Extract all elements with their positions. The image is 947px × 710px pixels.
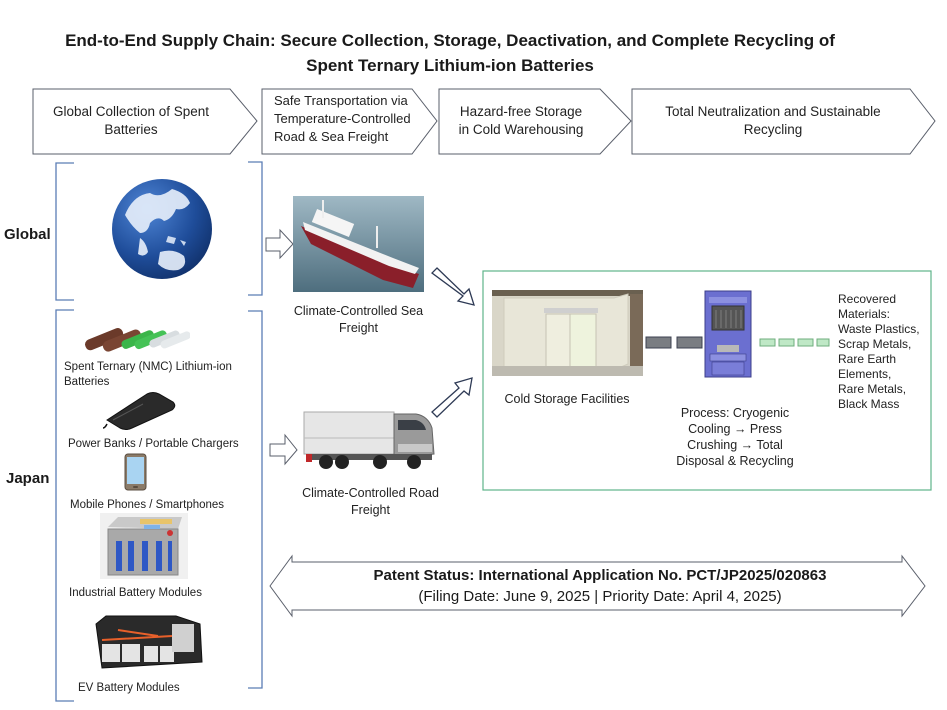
- stage-1-line-1: Global Collection of Spent: [52, 104, 210, 119]
- recovered-materials-list: Recovered Materials: Waste Plastics, Scr…: [838, 292, 933, 412]
- global-bracket-right: [248, 161, 263, 296]
- road-freight-line-2: Freight: [351, 503, 390, 517]
- globe-icon: [112, 179, 212, 279]
- source-item-power-banks: Power Banks / Portable Chargers: [68, 438, 239, 450]
- stage-2-label: Safe Transportation via Temperature-Cont…: [274, 92, 424, 146]
- nmc-batteries-line-1: Spent Ternary (NMC) Lithium-ion: [64, 361, 232, 373]
- press-crusher-machine-icon: [704, 290, 752, 378]
- sea-freight-line-1: Climate-Controlled Sea: [293, 304, 424, 318]
- title-line-1: End-to-End Supply Chain: Secure Collecti…: [65, 31, 835, 50]
- process-line-3: Crushing → Total: [687, 438, 783, 452]
- arrow-global-to-sea: [265, 228, 294, 260]
- japan-bracket-right: [248, 310, 263, 689]
- region-label-japan: Japan: [6, 470, 50, 487]
- source-item-mobile-phones: Mobile Phones / Smartphones: [70, 499, 225, 511]
- ev-battery-pack-icon: [95, 615, 203, 669]
- cylindrical-batteries-icon: [85, 328, 190, 352]
- diagram-title: End-to-End Supply Chain: Secure Collecti…: [0, 28, 900, 78]
- stage-chevron-3: [438, 88, 632, 155]
- process-description: Process: Cryogenic Cooling → Press Crush…: [660, 405, 810, 469]
- stage-2-line-1: Safe Transportation via: [274, 93, 408, 108]
- sea-freight-label: Climate-Controlled Sea Freight: [276, 303, 441, 337]
- conveyor-segment-green-1: [759, 338, 776, 347]
- smartphone-icon: [124, 453, 147, 491]
- source-item-nmc-batteries: Spent Ternary (NMC) Lithium-ion Batterie…: [64, 360, 254, 390]
- source-item-ev-modules: EV Battery Modules: [78, 682, 180, 694]
- conveyor-segment-green-2: [778, 338, 795, 347]
- recovered-line-4: Scrap Metals,: [838, 337, 912, 351]
- arrow-road-to-facility: [431, 377, 473, 418]
- recovered-line-6: Elements,: [838, 367, 892, 381]
- industrial-battery-module-icon: [100, 513, 188, 579]
- japan-bracket-left: [55, 309, 74, 702]
- sea-freight-line-2: Freight: [339, 321, 378, 335]
- stage-3-line-2: in Cold Warehousing: [458, 122, 584, 137]
- process-line-1: Process: Cryogenic: [680, 406, 790, 420]
- stage-3-label: Hazard-free Storage in Cold Warehousing: [446, 103, 596, 139]
- recovered-line-5: Rare Earth: [838, 352, 897, 366]
- recovered-line-2: Materials:: [838, 307, 891, 321]
- stage-chevron-2: [261, 88, 438, 155]
- stage-chevron-1: [32, 88, 258, 155]
- cold-storage-room-icon: [492, 290, 643, 376]
- stage-4-label: Total Neutralization and Sustainable Rec…: [638, 103, 908, 139]
- conveyor-segment-gray-2: [676, 336, 703, 349]
- road-freight-line-1: Climate-Controlled Road: [302, 486, 439, 500]
- process-line-2: Cooling → Press: [688, 422, 782, 436]
- conveyor-segment-gray-1: [645, 336, 672, 349]
- stage-4-line-2: Recycling: [743, 122, 803, 137]
- recovered-line-3: Waste Plastics,: [838, 322, 920, 336]
- truck-icon: [303, 411, 435, 469]
- patent-application-number: Patent Status: International Application…: [373, 567, 827, 584]
- conveyor-segment-green-3: [797, 338, 814, 347]
- patent-dates: (Filing Date: June 9, 2025 | Priority Da…: [418, 588, 782, 605]
- conveyor-segment-green-4: [816, 338, 830, 347]
- global-bracket-left: [55, 162, 74, 301]
- patent-status: Patent Status: International Application…: [300, 565, 900, 607]
- patent-double-arrow: [269, 554, 926, 618]
- recovered-line-1: Recovered: [838, 292, 897, 306]
- cargo-ship-icon: [293, 196, 424, 292]
- recovered-line-7: Rare Metals,: [838, 382, 907, 396]
- stage-1-label: Global Collection of Spent Batteries: [36, 103, 226, 139]
- region-label-global: Global: [4, 226, 51, 243]
- cold-storage-label: Cold Storage Facilities: [504, 392, 630, 406]
- stage-2-line-3: Road & Sea Freight: [274, 129, 389, 144]
- source-item-industrial-modules: Industrial Battery Modules: [69, 587, 202, 599]
- process-line-4: Disposal & Recycling: [676, 454, 794, 468]
- stage-chevron-4: [631, 88, 936, 155]
- road-freight-label: Climate-Controlled Road Freight: [288, 485, 453, 519]
- arrow-japan-to-road: [269, 433, 298, 466]
- title-line-2: Spent Ternary Lithium-ion Batteries: [306, 56, 594, 75]
- stage-3-line-1: Hazard-free Storage: [459, 104, 583, 119]
- stage-4-line-1: Total Neutralization and Sustainable: [665, 104, 881, 119]
- stage-1-line-2: Batteries: [104, 122, 158, 137]
- stage-2-line-2: Temperature-Controlled: [274, 111, 411, 126]
- power-bank-icon: [103, 392, 176, 430]
- nmc-batteries-line-2: Batteries: [64, 376, 110, 388]
- recovered-line-8: Black Mass: [838, 397, 900, 411]
- arrow-sea-to-facility: [431, 267, 475, 306]
